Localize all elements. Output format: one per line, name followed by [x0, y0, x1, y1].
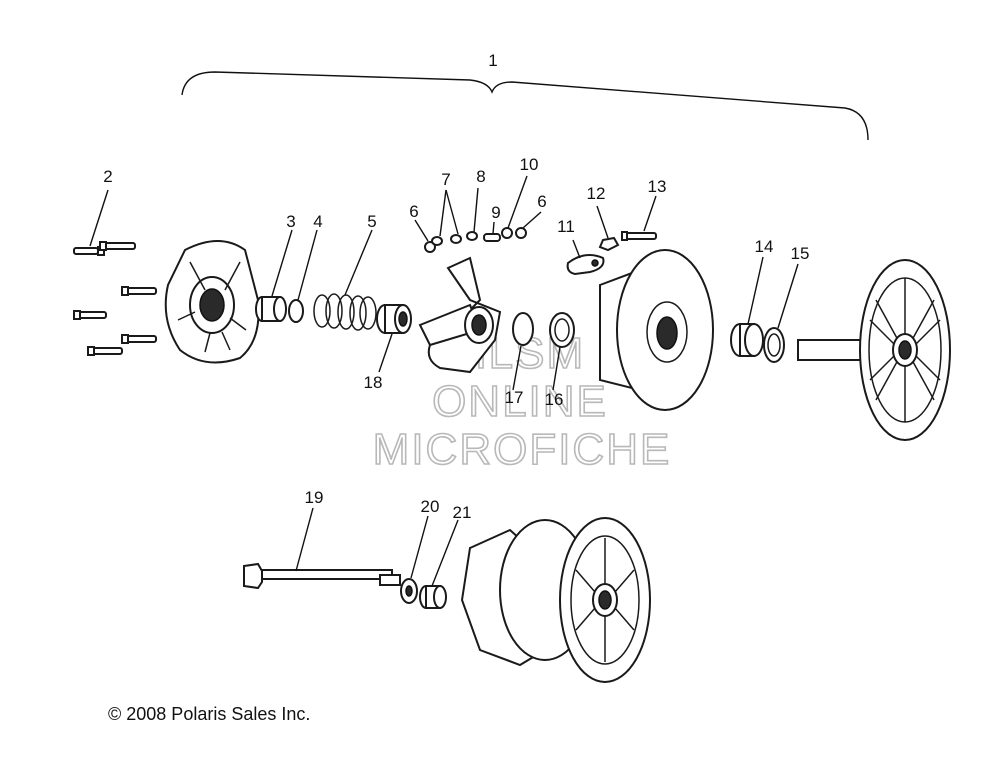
snap-ring: [288, 299, 304, 323]
callout-6: 6: [409, 202, 418, 221]
callout-6b: 6: [537, 192, 546, 211]
roller: [515, 227, 527, 239]
moveable-sheave: [599, 249, 714, 411]
callout-1: 1: [488, 51, 497, 70]
spring: [313, 293, 377, 331]
washer: [431, 236, 443, 246]
washer-large: [400, 578, 418, 604]
callout-7: 7: [441, 170, 450, 189]
callout-10: 10: [520, 155, 539, 174]
callout-5: 5: [367, 212, 376, 231]
callout-labels: 1 2 3 4 5 6 7 8 9 10 6 11 12 13 14 15 18…: [103, 51, 809, 522]
fixed-sheave: [797, 259, 951, 441]
clutch-cover: [164, 240, 260, 364]
callout-13: 13: [648, 177, 667, 196]
bolt: [121, 334, 157, 344]
long-bolt: [243, 562, 401, 590]
nut: [598, 236, 620, 252]
spring-cup: [376, 304, 412, 334]
bolt: [99, 241, 136, 251]
assembly-brace: [181, 71, 869, 141]
roller: [424, 241, 436, 253]
callout-4: 4: [313, 212, 322, 231]
spacer: [730, 323, 764, 357]
watermark-line-2: ONLINE: [432, 377, 608, 426]
copyright-notice: © 2008 Polaris Sales Inc.: [108, 704, 311, 724]
spider: [418, 256, 502, 374]
pin: [483, 233, 501, 242]
washer: [450, 234, 462, 244]
small-hardware: [424, 227, 527, 253]
assembled-clutch: [460, 517, 651, 683]
callout-12: 12: [587, 184, 606, 203]
bolt: [73, 310, 107, 320]
bolt: [121, 286, 157, 296]
bushing: [255, 296, 287, 322]
callout-17: 17: [505, 388, 524, 407]
bearing-ring: [763, 327, 785, 363]
callout-18: 18: [364, 373, 383, 392]
bushing-end: [419, 585, 447, 609]
callout-14: 14: [755, 237, 774, 256]
callout-15: 15: [791, 244, 810, 263]
callout-3: 3: [286, 212, 295, 231]
shim-ring: [512, 312, 534, 346]
callout-21: 21: [453, 503, 472, 522]
callout-9: 9: [491, 203, 500, 222]
watermark-line-3: MICROFICHE: [373, 425, 672, 474]
callout-8: 8: [476, 167, 485, 186]
bolt: [87, 346, 123, 356]
leader-lines: [89, 175, 799, 587]
callout-19: 19: [305, 488, 324, 507]
callout-20: 20: [421, 497, 440, 516]
callout-11: 11: [557, 217, 575, 236]
callout-2: 2: [103, 167, 112, 186]
callout-16: 16: [545, 390, 564, 409]
washer: [466, 231, 478, 241]
pin-long: [621, 231, 657, 241]
bushing-small: [501, 227, 513, 239]
seal-ring: [549, 312, 575, 348]
bolts: [73, 241, 157, 356]
